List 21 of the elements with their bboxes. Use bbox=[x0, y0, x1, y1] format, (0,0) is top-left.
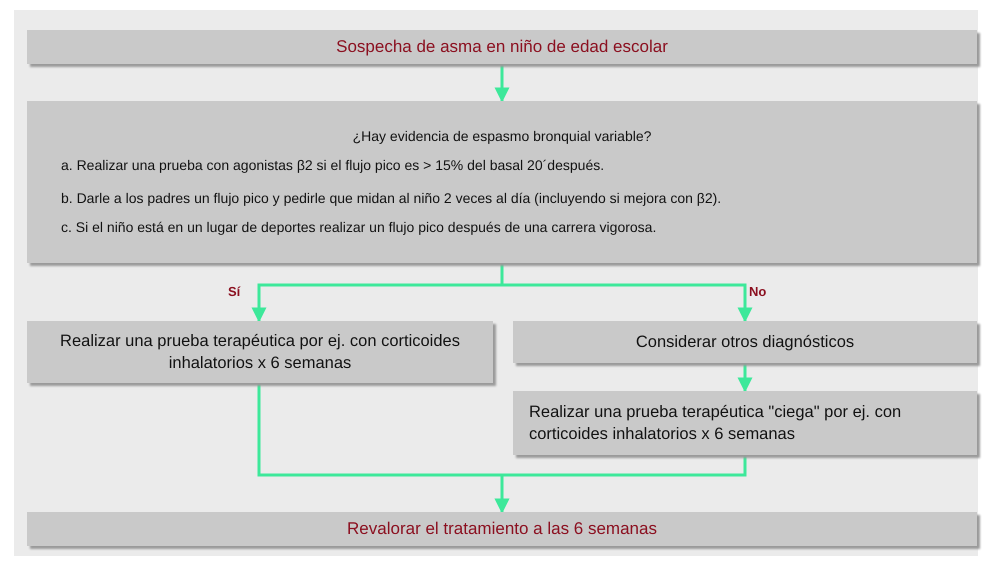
box-text: b. Darle a los padres un flujo pico y pedirle que midan al niño 2 veces al día (incluyendo si mejora con β2). bbox=[61, 189, 722, 208]
process-box bbox=[513, 321, 977, 363]
edge-label: No bbox=[747, 284, 768, 299]
box-text: Realizar una prueba terapéutica por ej. con corticoides inhalatorios x 6 semanas bbox=[59, 330, 461, 374]
box-text: c. Si el niño está en un lugar de deportes realizar un flujo pico después de una carrera vigorosa. bbox=[61, 218, 658, 237]
question-text: ¿Hay evidencia de espasmo bronquial variable? bbox=[352, 127, 652, 146]
box-text: a. Realizar una prueba con agonistas β2 si el flujo pico es > 15% del basal 20´después. bbox=[61, 156, 606, 175]
box-text: Revalorar el tratamiento a las 6 semanas bbox=[346, 518, 658, 540]
box-text: Realizar una prueba terapéutica "ciega" por ej. con corticoides inhalatorios x 6 semanas bbox=[529, 402, 902, 445]
process-box bbox=[27, 321, 493, 383]
process-box bbox=[27, 30, 977, 64]
process-box bbox=[513, 391, 977, 455]
process-box bbox=[27, 512, 977, 546]
edge-label: Sí bbox=[226, 284, 242, 299]
box-text: Considerar otros diagnósticos bbox=[634, 332, 856, 353]
process-box bbox=[27, 101, 977, 263]
arrow bbox=[738, 363, 752, 392]
arrow bbox=[494, 455, 746, 514]
arrow bbox=[500, 263, 752, 322]
arrow bbox=[494, 64, 510, 102]
box-text: Sospecha de asma en niño de edad escolar bbox=[335, 36, 669, 58]
